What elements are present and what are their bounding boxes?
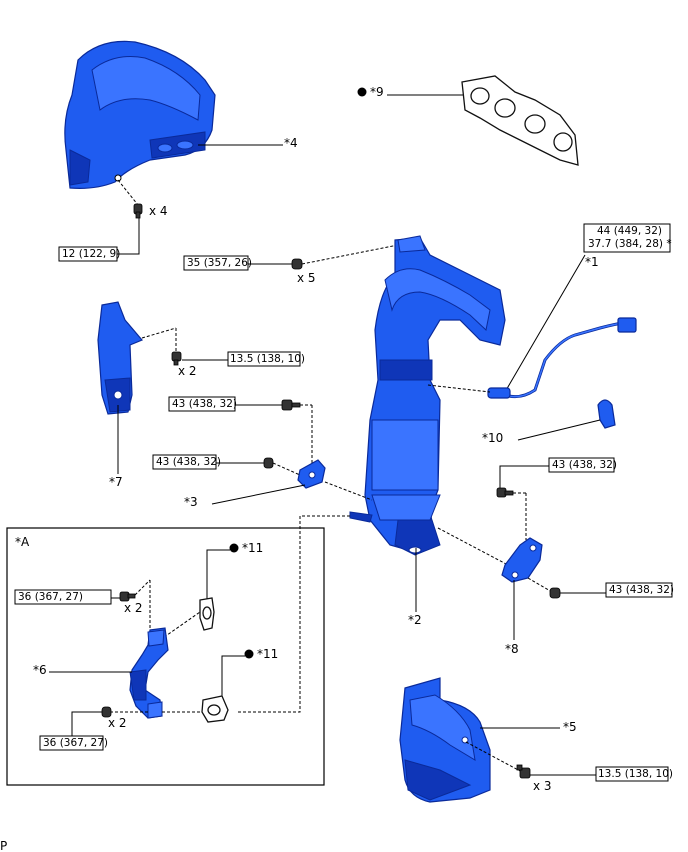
- dashed-guide: [301, 244, 399, 265]
- dashed-guide: [427, 384, 491, 393]
- torque-value: 36 (367, 27): [18, 591, 83, 603]
- gasket-11-lower: [201, 695, 229, 723]
- qty-label: x 2: [178, 364, 197, 378]
- bolt: [171, 351, 182, 366]
- leader-line: [116, 218, 140, 255]
- torque-value: 13.5 (138, 10): [598, 768, 673, 780]
- leader-line: [504, 254, 586, 393]
- dashed-guide: [236, 515, 350, 713]
- torque-value: 43 (438, 32): [609, 584, 674, 596]
- torque-box: [39, 735, 104, 751]
- callout-8: *8: [505, 642, 519, 656]
- torque-value: 44 (449, 32): [597, 225, 662, 237]
- bolt: [516, 764, 531, 779]
- air-fuel-ratio-sensor: [487, 317, 637, 399]
- torque-value: 43 (438, 32): [156, 456, 221, 468]
- dashed-guide: [527, 577, 553, 593]
- non-reusable-dot-icon: [244, 649, 254, 659]
- gasket-11-upper: [199, 597, 215, 631]
- dashed-guide: [134, 579, 151, 596]
- dashed-guide: [437, 527, 509, 566]
- qty-label: x 4: [149, 204, 168, 218]
- leader-line: [71, 711, 102, 737]
- torque-value: 12 (122, 9): [62, 248, 120, 260]
- leader-line: [499, 465, 549, 488]
- heat-insulator-upper: [64, 40, 216, 189]
- bolt: [496, 487, 514, 498]
- nut: [291, 258, 303, 270]
- bracket-3: [297, 459, 326, 489]
- torque-value: 13.5 (138, 10): [230, 353, 305, 365]
- inset-label: *A: [15, 535, 30, 549]
- torque-value: 35 (357, 26): [187, 257, 252, 269]
- callout-1: *1: [585, 255, 599, 269]
- bolt: [133, 203, 143, 219]
- torque-box: [58, 246, 118, 262]
- nut: [549, 587, 561, 599]
- dashed-guide: [159, 611, 201, 641]
- sensor-clamp: [597, 399, 616, 429]
- figure-code: P: [0, 839, 7, 852]
- torque-value: 43 (438, 32): [172, 398, 237, 410]
- dashed-guide: [141, 327, 177, 339]
- nut: [263, 457, 274, 469]
- callout-5: *5: [563, 720, 577, 734]
- torque-box: [183, 255, 249, 271]
- qty-label: x 3: [533, 779, 552, 793]
- torque-box: [168, 396, 236, 412]
- callout-11b: *11: [257, 647, 278, 661]
- callout-6: *6: [33, 663, 47, 677]
- bolt: [281, 399, 301, 411]
- torque-value: 36 (367, 27): [43, 737, 108, 749]
- callout-7: *7: [109, 475, 123, 489]
- callout-3: *3: [184, 495, 198, 509]
- dashed-guide: [465, 741, 523, 773]
- callout-4: *4: [284, 136, 298, 150]
- dashed-guide: [324, 481, 373, 501]
- leader-line: [517, 419, 601, 441]
- torque-box: [14, 589, 112, 605]
- qty-label: x 5: [297, 271, 316, 285]
- torque-box: [583, 223, 671, 253]
- callout-10: *10: [482, 431, 503, 445]
- callout-11a: *11: [242, 541, 263, 555]
- heat-insulator-lower: [399, 677, 491, 803]
- leader-line: [206, 549, 230, 600]
- manifold-stay-7: [97, 301, 143, 415]
- torque-box: [548, 457, 615, 473]
- inset-frame: [6, 527, 325, 786]
- manifold-stay-8: [501, 537, 543, 583]
- torque-value: 37.7 (384, 28) *: [588, 238, 672, 250]
- callout-9: *9: [370, 85, 384, 99]
- exhaust-manifold-converter: [349, 235, 506, 556]
- callout-2: *2: [408, 613, 422, 627]
- leader-line: [211, 484, 306, 505]
- non-reusable-dot-icon: [357, 87, 367, 97]
- qty-label: x 2: [124, 601, 143, 615]
- manifold-gasket: [461, 75, 579, 166]
- torque-box: [152, 454, 217, 470]
- torque-box: [595, 766, 669, 782]
- torque-box: [227, 351, 301, 367]
- torque-box: [605, 582, 673, 598]
- dashed-guide: [272, 462, 301, 476]
- non-reusable-dot-icon: [229, 543, 239, 553]
- exhaust-pipe-6: [129, 627, 169, 719]
- bolt: [119, 591, 136, 602]
- torque-value: 43 (438, 32): [552, 459, 617, 471]
- qty-label: x 2: [108, 716, 127, 730]
- dashed-guide: [117, 179, 139, 206]
- leader-line: [221, 655, 245, 700]
